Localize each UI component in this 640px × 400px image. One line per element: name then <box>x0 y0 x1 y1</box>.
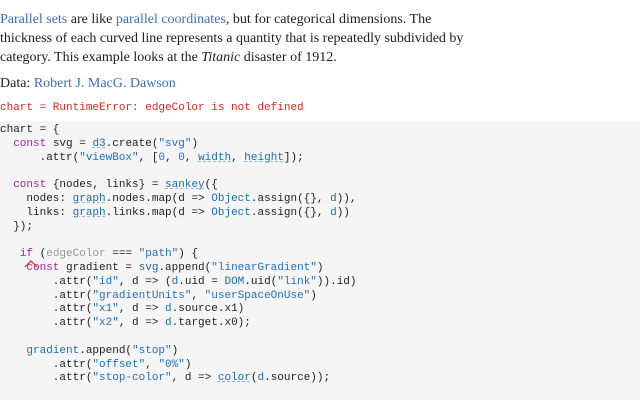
data-author-link[interactable]: Robert J. MacG. Dawson <box>33 76 176 91</box>
parallel-coordinates-link[interactable]: parallel coordinates <box>115 12 226 27</box>
titanic-emphasis: Titanic <box>201 50 241 65</box>
intro-text: are like <box>67 12 116 27</box>
intro-paragraph: Parallel sets are like parallel coordina… <box>0 10 640 67</box>
intro-text: , but for categorical dimensions. The <box>225 12 432 27</box>
code-block[interactable]: chart = { const svg = d3.create("svg") .… <box>0 124 357 385</box>
data-label: Data: <box>0 76 34 91</box>
error-caret-icon <box>24 260 38 268</box>
data-credit: Data: Robert J. MacG. Dawson <box>0 74 640 93</box>
intro-text: thickness of each curved line represents… <box>0 31 464 46</box>
runtime-error-message: chart = RuntimeError: edgeColor is not d… <box>0 102 304 114</box>
parallel-sets-link[interactable]: Parallel sets <box>0 12 68 27</box>
intro-text: disaster of 1912. <box>240 50 337 65</box>
intro-text: category. This example looks at the <box>0 50 202 65</box>
code-editor[interactable]: chart = { const svg = d3.create("svg") .… <box>0 121 640 400</box>
